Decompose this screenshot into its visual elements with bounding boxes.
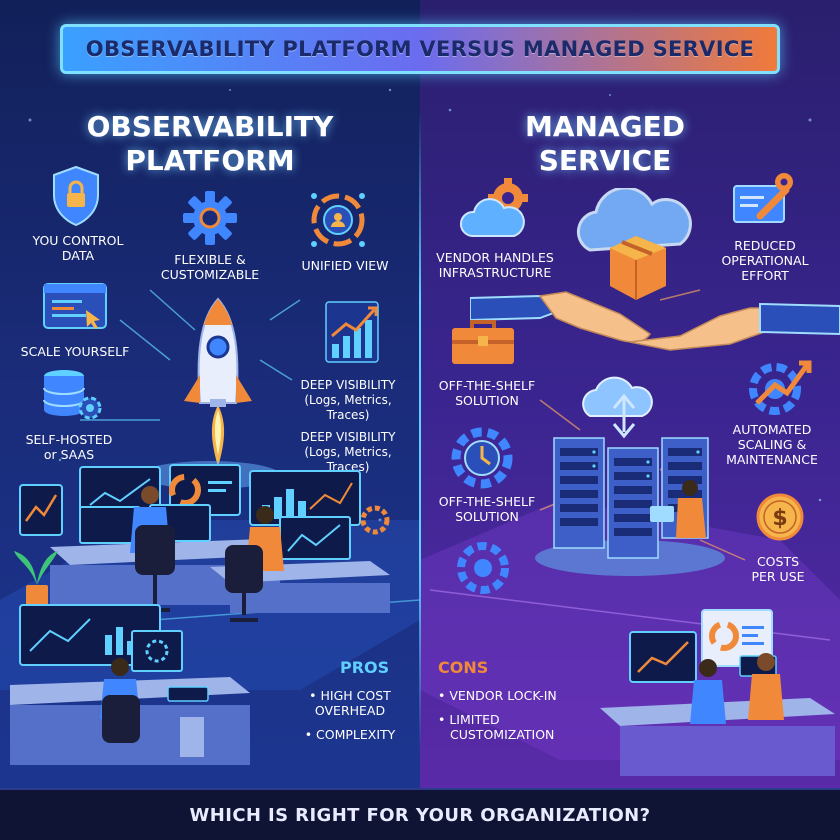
gear-clock-icon	[451, 427, 513, 489]
feature-deep-visibility-1: DEEP VISIBILITY (Logs, Metrics, Traces)	[288, 378, 408, 423]
feature-costs-per-use: COSTS PER USE	[728, 554, 828, 584]
feature-text: DATA	[61, 248, 95, 263]
footer-bar: WHICH IS RIGHT FOR YOUR ORGANIZATION?	[0, 788, 840, 840]
cloud-gear-icon	[460, 178, 528, 237]
code-window-icon	[43, 283, 107, 329]
feature-text: Traces)	[326, 408, 370, 422]
feature-text: COSTS	[756, 554, 800, 569]
list-item: • HIGH COST	[309, 688, 391, 703]
feature-text: SCALE YOURSELF	[20, 344, 130, 359]
feature-text: CUSTOMIZABLE	[160, 267, 260, 282]
growth-chart-icon	[325, 301, 379, 363]
page-title: OBSERVABILITY PLATFORM VERSUS MANAGED SE…	[85, 37, 755, 61]
feature-text: OFF-THE-SHELF	[438, 378, 536, 393]
network-hub-icon	[311, 193, 365, 247]
rocket-icon	[184, 297, 252, 467]
feature-automated-scaling: AUTOMATED SCALING & MAINTENANCE	[712, 422, 832, 467]
feature-off-the-shelf-1: OFF-THE-SHELF SOLUTION	[432, 378, 542, 408]
pros-title: PROS	[340, 658, 390, 677]
feature-text: OPERATIONAL	[721, 253, 809, 268]
feature-text: (Logs, Metrics,	[304, 445, 392, 459]
right-office-scene	[600, 609, 835, 776]
right-heading-line1: MANAGED	[525, 110, 685, 143]
wrench-gear-icon	[733, 173, 793, 223]
database-gear-icon	[43, 370, 102, 420]
right-heading-line2: SERVICE	[538, 144, 672, 177]
list-item: CUSTOMIZATION	[450, 727, 555, 742]
feature-reduced-effort: REDUCED OPERATIONAL EFFORT	[705, 238, 825, 283]
left-heading-line1: OBSERVABILITY	[86, 110, 334, 143]
dollar-coin-icon: $	[756, 493, 804, 541]
list-item: • VENDOR LOCK-IN	[438, 688, 557, 703]
feature-text: SOLUTION	[455, 393, 519, 408]
toolbox-icon	[452, 320, 514, 364]
feature-text: or SAAS	[43, 447, 95, 462]
feature-flexible: FLEXIBLE & CUSTOMIZABLE	[150, 252, 270, 282]
feature-text: (Logs, Metrics,	[304, 393, 392, 407]
feature-text: UNIFIED VIEW	[301, 258, 389, 273]
left-office-scene	[10, 461, 390, 765]
feature-vendor-handles: VENDOR HANDLES INFRASTRUCTURE	[430, 250, 560, 280]
feature-text: FLEXIBLE &	[174, 252, 246, 267]
feature-text: DEEP VISIBILITY	[300, 430, 396, 444]
feature-off-the-shelf-2: OFF-THE-SHELF SOLUTION	[432, 494, 542, 524]
feature-text: PER USE	[751, 569, 805, 584]
feature-text: DEEP VISIBILITY	[300, 378, 396, 392]
left-heading-line2: PLATFORM	[125, 144, 295, 177]
server-rack-icon	[535, 376, 725, 576]
feature-self-hosted: SELF-HOSTED or SAAS	[14, 432, 124, 462]
cons-title: CONS	[438, 658, 489, 677]
handshake-icon	[470, 291, 840, 351]
right-heading: MANAGED SERVICE	[480, 110, 730, 178]
feature-unified-view: UNIFIED VIEW	[285, 258, 405, 273]
feature-text: YOU CONTROL	[32, 233, 124, 248]
pros-list: • HIGH COST OVERHEAD • COMPLEXITY	[300, 688, 400, 742]
feature-text: AUTOMATED	[732, 422, 812, 437]
footer-question: WHICH IS RIGHT FOR YOUR ORGANIZATION?	[189, 804, 651, 826]
svg-text:$: $	[772, 506, 787, 531]
center-divider	[419, 110, 421, 750]
feature-text: EFFORT	[741, 268, 789, 283]
feature-scale-yourself: SCALE YOURSELF	[10, 344, 140, 359]
list-item: • COMPLEXITY	[304, 727, 396, 742]
growth-gear-icon	[749, 360, 812, 415]
cons-list: • VENDOR LOCK-IN • LIMITED CUSTOMIZATION	[438, 688, 588, 742]
feature-text: MAINTENANCE	[726, 452, 818, 467]
wall-monitors	[19, 464, 390, 536]
feature-text: SELF-HOSTED	[25, 432, 113, 447]
shield-lock-icon	[53, 165, 99, 227]
feature-text: OFF-THE-SHELF	[438, 494, 536, 509]
list-item: • LIMITED	[438, 712, 500, 727]
feature-text: INFRASTRUCTURE	[438, 265, 552, 280]
gear-icon	[183, 191, 237, 245]
list-item: OVERHEAD	[314, 703, 386, 718]
gear-icon-small	[457, 542, 509, 594]
feature-text: SOLUTION	[455, 509, 519, 524]
feature-text: REDUCED	[734, 238, 796, 253]
title-banner: OBSERVABILITY PLATFORM VERSUS MANAGED SE…	[60, 24, 780, 74]
feature-text: VENDOR HANDLES	[436, 250, 554, 265]
cloud-box-icon	[576, 188, 692, 300]
feature-control-data: YOU CONTROL DATA	[18, 233, 138, 263]
left-heading: OBSERVABILITY PLATFORM	[80, 110, 340, 178]
feature-text: SCALING &	[737, 437, 807, 452]
